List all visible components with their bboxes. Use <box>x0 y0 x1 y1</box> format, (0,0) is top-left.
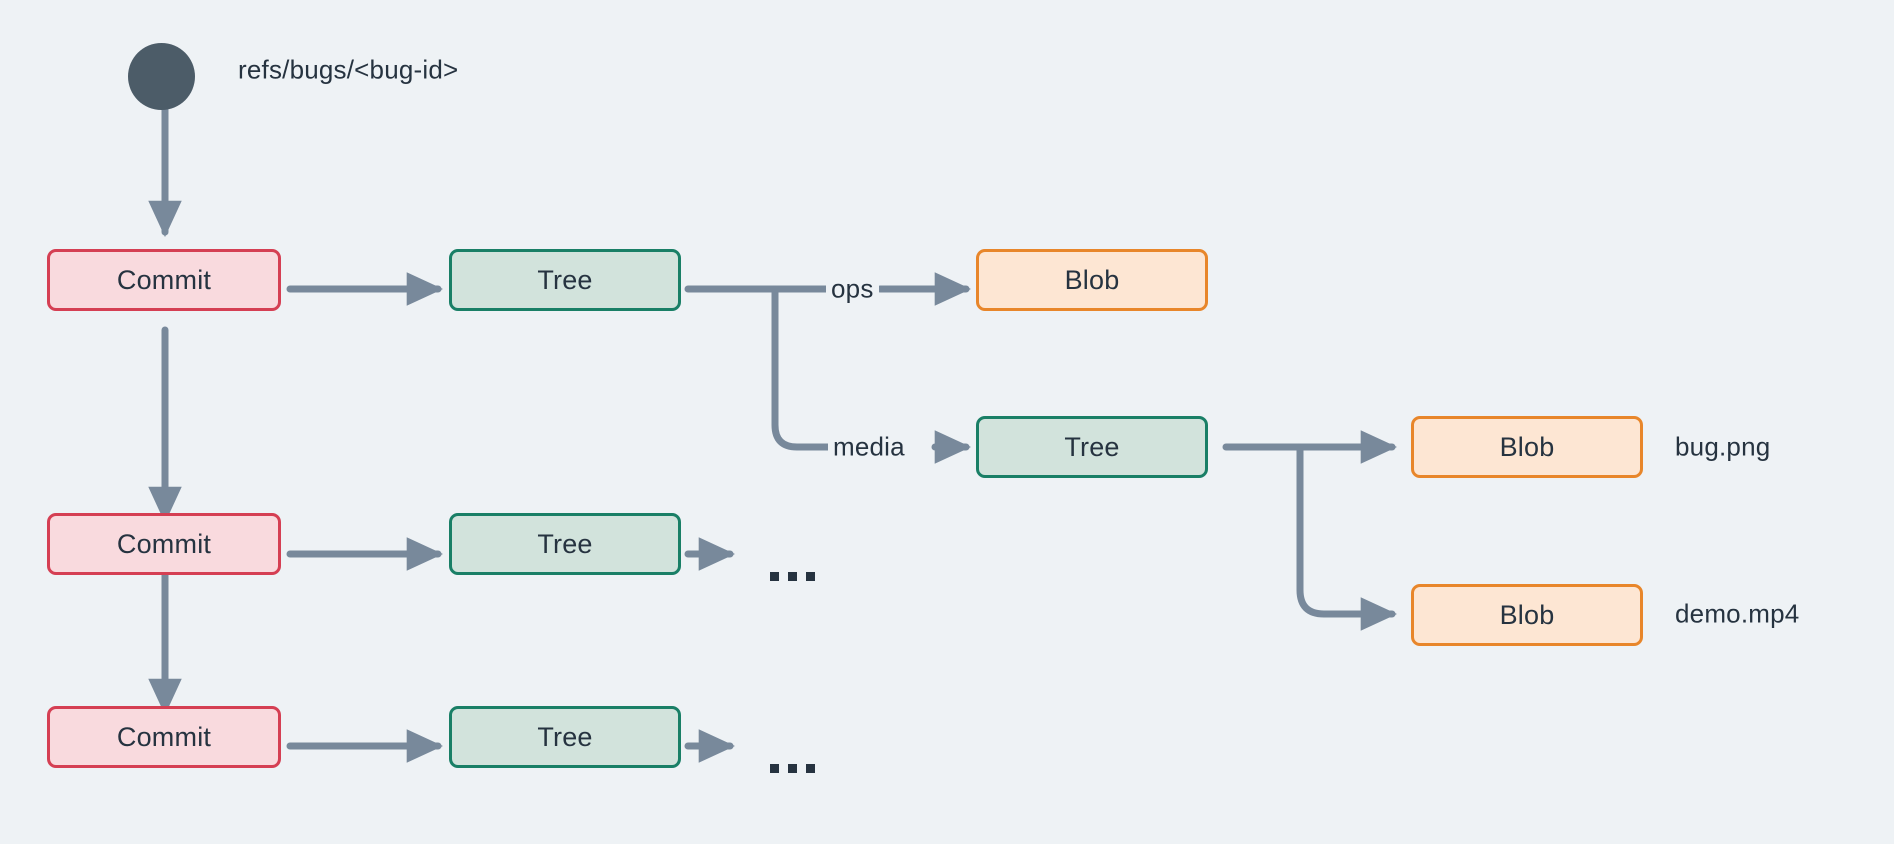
node-blob-bug[interactable]: Blob <box>1411 416 1643 478</box>
node-tree-2[interactable]: Tree <box>449 513 681 575</box>
ellipsis-dot <box>770 572 779 581</box>
node-blob-ops[interactable]: Blob <box>976 249 1208 311</box>
file-label-demo: demo.mp4 <box>1675 598 1800 629</box>
file-label-bug: bug.png <box>1675 431 1771 462</box>
edge-label-media: media <box>828 431 910 463</box>
node-commit-3[interactable]: Commit <box>47 706 281 768</box>
edge-label-ops: ops <box>826 273 879 305</box>
ellipsis-dot <box>788 572 797 581</box>
node-blob-demo[interactable]: Blob <box>1411 584 1643 646</box>
ellipsis-dot <box>806 572 815 581</box>
ellipsis-dot <box>770 764 779 773</box>
node-tree-media[interactable]: Tree <box>976 416 1208 478</box>
ref-name-label: refs/bugs/<bug-id> <box>238 54 459 85</box>
ellipsis-tree-3 <box>770 764 815 773</box>
ellipsis-dot <box>806 764 815 773</box>
node-commit-1[interactable]: Commit <box>47 249 281 311</box>
node-tree-1[interactable]: Tree <box>449 249 681 311</box>
edge-tree1-media-elbow <box>771 285 834 451</box>
ref-pointer-dot[interactable] <box>128 43 195 110</box>
ellipsis-dot <box>788 764 797 773</box>
edge-treemedia-to-blobdemo <box>1296 443 1398 631</box>
node-tree-3[interactable]: Tree <box>449 706 681 768</box>
ellipsis-tree-2 <box>770 572 815 581</box>
node-commit-2[interactable]: Commit <box>47 513 281 575</box>
